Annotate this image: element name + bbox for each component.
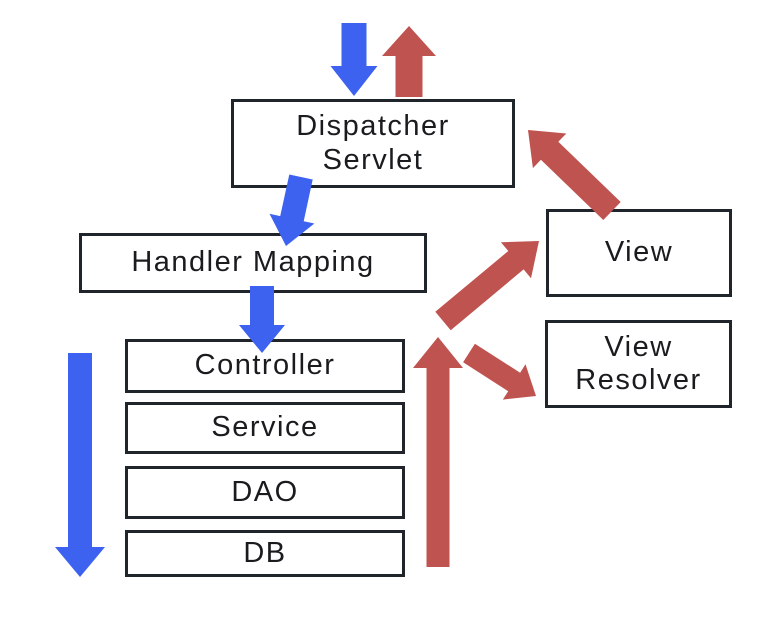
view-label: View	[604, 236, 674, 269]
request-pipeline-down-arrow	[55, 353, 105, 577]
to-view-resolver-arrow	[463, 343, 536, 400]
box-view: View	[546, 209, 732, 297]
dao-label: DAO	[231, 475, 299, 508]
box-dispatcher-servlet: Dispatcher Servlet	[231, 99, 515, 188]
request-in-arrow	[330, 23, 378, 96]
handler-mapping-label: Handler Mapping	[131, 246, 375, 279]
box-dao: DAO	[125, 466, 405, 519]
response-out-arrow	[382, 26, 436, 97]
box-service: Service	[125, 402, 405, 454]
box-view-resolver: View Resolver	[545, 320, 732, 408]
box-controller: Controller	[125, 339, 405, 393]
db-label: DB	[243, 536, 287, 569]
dispatcher-servlet-label: Dispatcher Servlet	[296, 110, 450, 176]
response-pipeline-up-arrow	[413, 337, 463, 567]
box-db: DB	[125, 530, 405, 577]
to-view-arrow	[435, 241, 539, 331]
controller-label: Controller	[194, 349, 336, 382]
view-resolver-label: View Resolver	[575, 330, 702, 396]
service-label: Service	[211, 411, 319, 444]
box-handler-mapping: Handler Mapping	[79, 233, 427, 293]
view-to-dispatcher-arrow	[528, 130, 621, 220]
